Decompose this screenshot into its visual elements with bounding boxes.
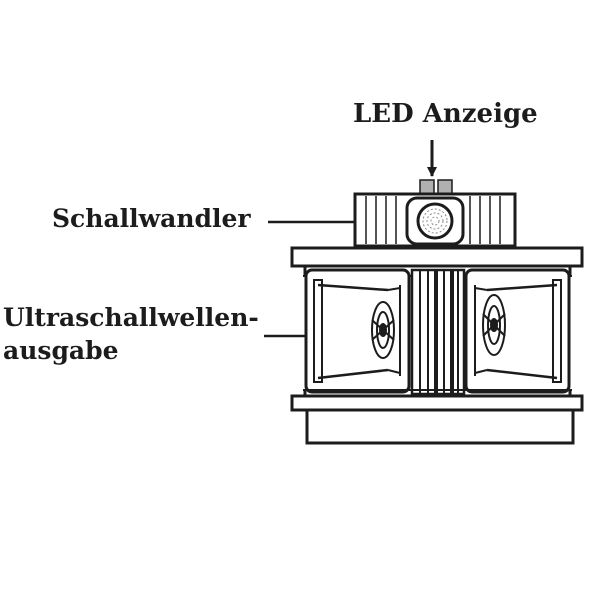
transducer-disc bbox=[416, 202, 454, 240]
left-speaker-chamber bbox=[304, 268, 411, 394]
transducer-label: Schallwandler bbox=[52, 204, 251, 233]
device-base bbox=[305, 408, 575, 445]
top-plate bbox=[290, 246, 584, 277]
ultrasonic-output-label-line1: Ultraschallwellen- bbox=[3, 303, 259, 332]
led-display-label: LED Anzeige bbox=[353, 99, 538, 129]
left-speaker-cone bbox=[371, 301, 395, 359]
led-indicators bbox=[419, 179, 453, 196]
ultrasonic-output-label-line2: ausgabe bbox=[3, 336, 119, 365]
right-speaker-chamber bbox=[464, 268, 571, 394]
right-speaker-cone bbox=[482, 294, 506, 356]
center-column bbox=[410, 268, 466, 396]
